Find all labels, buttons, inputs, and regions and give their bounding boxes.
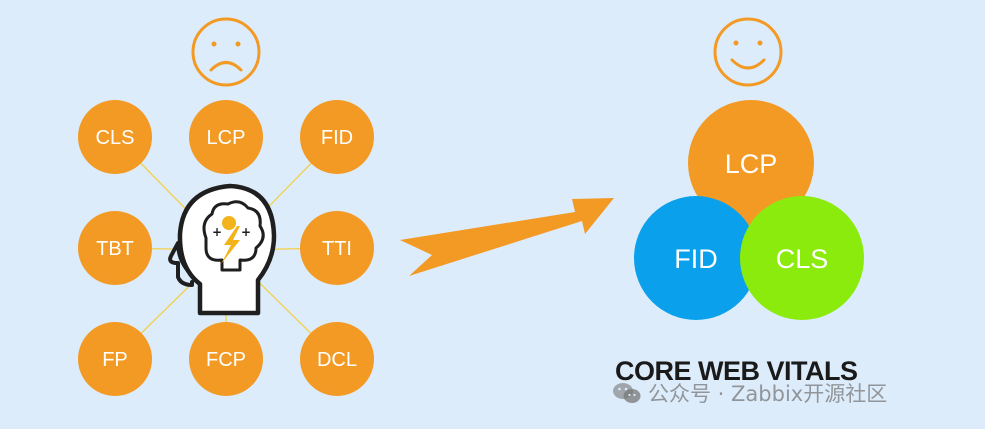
svg-text:+: + [212,225,222,239]
metric-circle-tbt: TBT [78,211,152,285]
core-vital-lcp: LCP [688,100,814,226]
wechat-icon [613,383,641,403]
metric-circle-fp: FP [78,322,152,396]
metric-circle-cls: CLS [78,100,152,174]
transition-arrow [400,198,614,276]
core-vital-fid: FID [634,196,758,320]
metric-label: FP [102,349,128,371]
smiling-face-icon [713,17,783,87]
watermark: 公众号 · Zabbix开源社区 [612,376,887,410]
metric-circle-fid: FID [300,100,374,174]
core-vitals-group: LCP FID CLS [634,100,864,320]
metric-label: TTI [322,238,352,260]
metric-circle-group: CLS LCP FID TBT TTI FP FCP DCL [78,100,374,396]
metric-label: LCP [207,127,246,149]
metric-circle-dcl: DCL [300,322,374,396]
metric-circle-lcp: LCP [189,100,263,174]
metric-label: TBT [96,238,134,260]
metric-label: CLS [96,127,135,149]
core-vital-cls: CLS [740,196,864,320]
watermark-text: 公众号 · Zabbix开源社区 [648,382,888,406]
core-web-vitals-title: CORE WEB VITALS [615,356,858,386]
svg-text:+: + [241,225,251,239]
core-vital-label: LCP [725,149,778,179]
metric-circle-fcp: FCP [189,322,263,396]
core-vital-label: CLS [776,244,829,274]
metric-label: FID [321,127,353,149]
metric-label: FCP [206,349,246,371]
head-with-brain-icon: + + [168,183,277,316]
core-vital-label: FID [674,244,718,274]
metric-label: DCL [317,349,357,371]
metric-circle-tti: TTI [300,211,374,285]
frowning-face-icon [191,17,261,87]
